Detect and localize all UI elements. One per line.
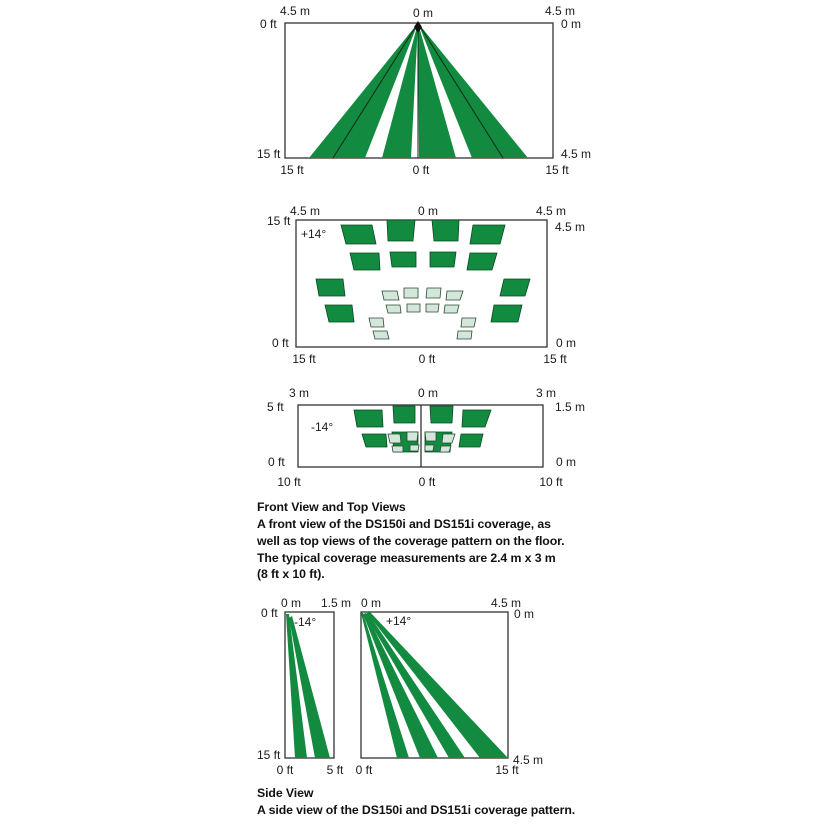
topminus-bottom-right-ft: 10 ft	[539, 475, 563, 489]
topminus-top-right-m: 3 m	[535, 386, 557, 400]
front-bottom-left-ft: 15 ft	[280, 163, 304, 177]
side-caption-line: A side view of the DS150i and DS151i cov…	[257, 803, 576, 817]
sideplus-top-right-m: 4.5 m	[490, 596, 522, 610]
sideminus-left-top-ft: 0 ft	[261, 606, 278, 620]
front-caption-line: (8 ft x 10 ft).	[257, 567, 325, 581]
sideminus-left-bottom-ft: 15 ft	[257, 748, 281, 762]
sideminus-bottom-left-ft: 0 ft	[276, 763, 294, 777]
front-top-center-m: 0 m	[412, 6, 434, 20]
sideminus-top-left-m: 0 m	[280, 596, 302, 610]
side-view-plus14-diagram	[360, 611, 509, 759]
topplus-bottom-center-ft: 0 ft	[418, 352, 436, 366]
topplus-left-top-ft: 15 ft	[267, 214, 291, 228]
front-bottom-right-ft: 15 ft	[545, 163, 569, 177]
sideplus-top-left-m: 0 m	[360, 596, 382, 610]
top-view-plus14-diagram	[295, 219, 548, 348]
front-right-top-m: 0 m	[561, 17, 582, 31]
front-left-top-ft: 0 ft	[260, 17, 277, 31]
topplus-angle: +14°	[301, 227, 327, 241]
topminus-left-top-ft: 5 ft	[267, 400, 284, 414]
topminus-top-center-m: 0 m	[417, 386, 439, 400]
topminus-top-left-m: 3 m	[288, 386, 310, 400]
topminus-bottom-left-ft: 10 ft	[277, 475, 301, 489]
topminus-bottom-center-ft: 0 ft	[418, 475, 436, 489]
side-view-minus14-diagram	[284, 611, 335, 759]
sideminus-bottom-right-ft: 5 ft	[326, 763, 344, 777]
sideplus-bottom-right-ft: 15 ft	[495, 763, 519, 777]
top-view-minus14-diagram	[297, 404, 544, 468]
topminus-angle: -14°	[311, 420, 334, 434]
front-right-bottom-m: 4.5 m	[561, 147, 592, 161]
sideminus-top-right-m: 1.5 m	[321, 596, 352, 610]
topplus-right-top-m: 4.5 m	[555, 220, 586, 234]
sideplus-angle: +14°	[386, 614, 412, 628]
topplus-top-center-m: 0 m	[417, 204, 439, 218]
topplus-bottom-right-ft: 15 ft	[543, 352, 567, 366]
sideplus-right-top-m: 0 m	[514, 607, 535, 621]
front-top-right-m: 4.5 m	[544, 4, 576, 18]
front-caption-line: A front view of the DS150i and DS151i co…	[257, 517, 551, 531]
front-caption-line: well as top views of the coverage patter…	[257, 534, 565, 548]
topplus-top-right-m: 4.5 m	[535, 204, 567, 218]
sideplus-right-bottom-m: 4.5 m	[513, 753, 544, 767]
topplus-left-bottom-ft: 0 ft	[272, 336, 289, 350]
front-caption-line: The typical coverage measurements are 2.…	[257, 551, 556, 565]
topminus-right-top-m: 1.5 m	[555, 400, 586, 414]
front-view-diagram	[284, 21, 554, 159]
sideminus-angle: -14°	[294, 615, 317, 629]
front-top-left-m: 4.5 m	[279, 4, 311, 18]
side-caption-title: Side View	[257, 786, 314, 800]
front-caption-title: Front View and Top Views	[257, 500, 406, 514]
topplus-bottom-left-ft: 15 ft	[292, 352, 316, 366]
front-left-bottom-ft: 15 ft	[257, 147, 281, 161]
topminus-left-bottom-ft: 0 ft	[268, 455, 285, 469]
front-bottom-center-ft: 0 ft	[412, 163, 430, 177]
topplus-right-bottom-m: 0 m	[556, 336, 577, 350]
topplus-top-left-m: 4.5 m	[289, 204, 321, 218]
topminus-right-bottom-m: 0 m	[556, 455, 577, 469]
sideplus-bottom-left-ft: 0 ft	[355, 763, 373, 777]
